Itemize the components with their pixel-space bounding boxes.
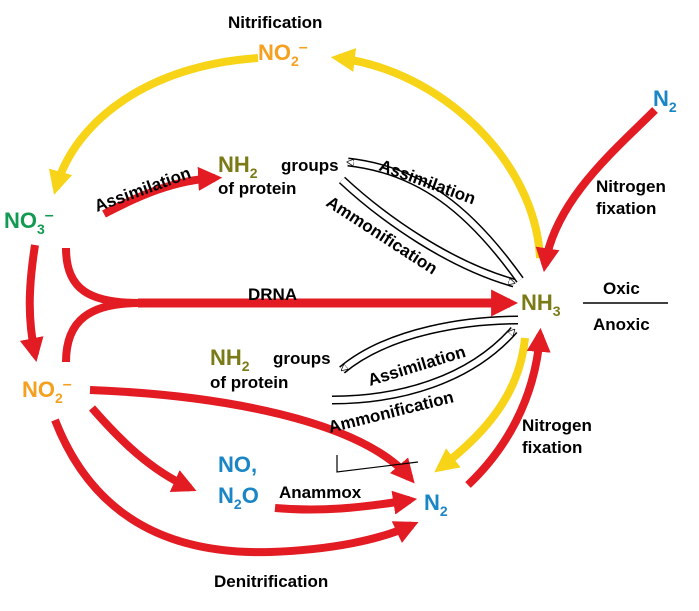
n2o-label: N2O: [218, 483, 259, 512]
denitrification-label: Denitrification: [214, 572, 328, 591]
groups-lower-label: groups: [273, 349, 331, 368]
nitrogen-fixation-lower-line1: Nitrogen: [522, 416, 592, 435]
assimilation-arrow-upper: [348, 157, 524, 283]
assimilation-arrow-lower: [339, 315, 519, 374]
assimilation-upper-label: Assimilation: [377, 156, 478, 208]
of-protein-lower-label: of protein: [210, 373, 288, 392]
drna-arrow-from-no2: [62, 299, 141, 363]
nitrification-arrow-nh3-to-n2-lower: [434, 337, 529, 473]
anammox-arrow: [274, 490, 418, 515]
assimilation-arrow-no3-to-nh2: [102, 166, 223, 218]
no3-to-no2-arrow: [19, 244, 44, 363]
anammox-label: Anammox: [279, 483, 362, 502]
nh2-upper-label: NH2: [218, 152, 258, 181]
drna-arrow-from-no3: [62, 247, 141, 307]
of-protein-upper-label: of protein: [218, 179, 296, 198]
n2-bottom-label: N2: [424, 490, 448, 519]
nitrogen-fixation-arrow-upper: [535, 107, 658, 273]
anoxic-label: Anoxic: [593, 315, 650, 334]
drna-label: DRNA: [248, 285, 297, 304]
oxic-label: Oxic: [603, 279, 640, 298]
groups-upper-label: groups: [281, 156, 339, 175]
nh3-label: NH3: [521, 290, 561, 319]
nitrogen-fixation-upper-line2: fixation: [596, 199, 656, 218]
no2-top-label: NO2–: [258, 39, 308, 69]
denitrification-arrow: [51, 418, 419, 557]
ammonification-upper-label: Ammonification: [323, 192, 441, 278]
nitrification-arrow-nh3-to-no2: [330, 48, 544, 259]
no2-left-label: NO2–: [22, 376, 72, 406]
nh2-lower-label: NH2: [210, 345, 250, 374]
no-label: NO,: [218, 452, 257, 477]
assimilation-left-label: Assimilation: [92, 163, 193, 215]
nitrogen-fixation-upper-line1: Nitrogen: [596, 177, 666, 196]
ammonification-arrow-lower: [331, 327, 518, 405]
no3-label: NO3–: [4, 207, 54, 237]
nitrification-label: Nitrification: [228, 13, 322, 32]
ammonification-arrow-upper: [338, 176, 514, 288]
no2-to-n2-arrow: [89, 386, 415, 484]
nitrogen-fixation-lower-line2: fixation: [522, 438, 582, 457]
nitrogen-fixation-arrow-lower: [465, 327, 551, 488]
no2-to-no-arrow: [88, 405, 197, 493]
n2-topright-label: N2: [653, 86, 677, 115]
nitrification-arrow-no2-to-no3: [48, 54, 259, 195]
ammonification-to-n2-line: [336, 455, 419, 473]
